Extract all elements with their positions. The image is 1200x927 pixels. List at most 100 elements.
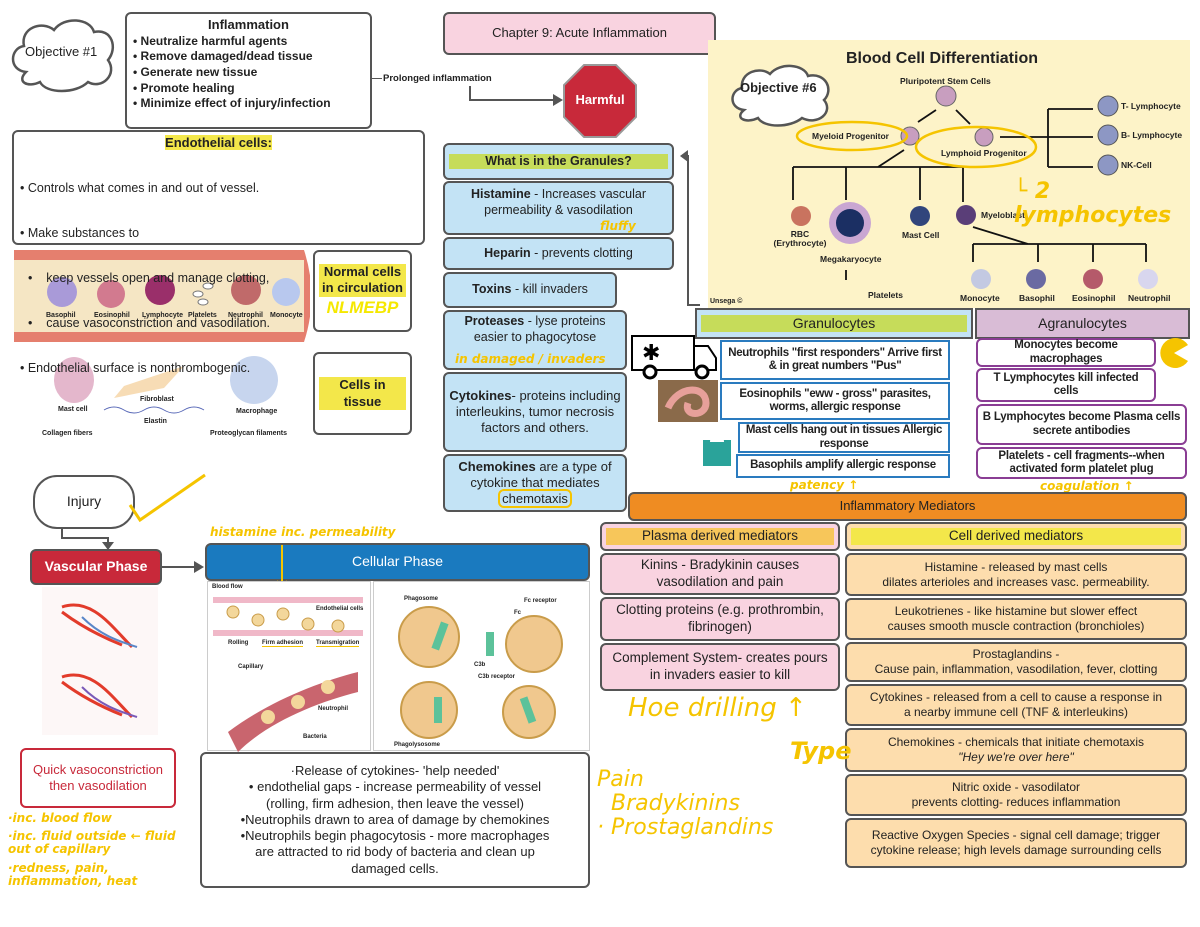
tissue-label: Collagen fibers: [42, 430, 93, 437]
phago-label: Fc: [514, 610, 522, 616]
type-note: Type: [790, 737, 852, 765]
vessel-label: Lymphocyte: [142, 312, 183, 319]
arrow-to-harmful: [469, 86, 563, 106]
blood-cell-chart: Objective #6 Blood Cell Differentiation …: [708, 40, 1190, 308]
granule-proteases: Proteases - lyse proteins easier to phag…: [443, 310, 627, 370]
term: Heparin: [484, 245, 531, 260]
stem-label: Pluripotent Stem Cells: [900, 76, 991, 86]
lymphoid-label: Lymphoid Progenitor: [941, 148, 1027, 158]
tissue-label: Fibroblast: [140, 396, 174, 403]
capillary-bed-illustration: [42, 587, 158, 735]
normal-cells-note: NLMEBP: [326, 297, 399, 317]
granulocyte-row: Basophils amplify allergic response: [736, 454, 950, 478]
agranulocytes-header: Agranulocytes: [975, 308, 1190, 339]
normal-cells-box: Normal cells in circulation NLMEBP: [313, 250, 412, 332]
cellular-phase-details: ·Release of cytokines- 'help needed' • e…: [200, 752, 590, 888]
tissue-label: Proteoglycan filaments: [210, 430, 288, 437]
injury-node: Injury: [33, 475, 135, 529]
desc: - prevents clotting: [530, 245, 633, 260]
eosinophil-label: Eosinophil: [1072, 293, 1116, 303]
pain-notes: Pain Bradykinins · Prostaglandins: [597, 767, 774, 841]
phagocytosis-illustration: Phagosome Fc receptor Fc C3b C3b recepto…: [373, 581, 590, 751]
endothelial-item: • cause vasoconstriction and vasodilatio…: [28, 315, 271, 330]
monocyte-label: Monocyte: [960, 293, 1000, 303]
line: cytokine release; high levels damage sur…: [870, 843, 1162, 857]
vessel-label: Monocyte: [270, 312, 303, 319]
quick-notes: ·inc. blood flow ·inc. fluid outside ← f…: [8, 811, 196, 888]
agranulocyte-row: T Lymphocytes kill infected cells: [976, 368, 1156, 402]
objective-6-cloud: [731, 64, 830, 127]
myeloblast-label: Myeloblast: [981, 210, 1025, 220]
vessel-label: Neutrophil: [228, 312, 263, 319]
term: Histamine: [470, 187, 531, 201]
migration-label: Endothelial cells: [316, 606, 364, 612]
plasma-row: Complement System- creates pours in inva…: [600, 643, 840, 691]
mediators-header: Inflammatory Mediators: [628, 492, 1187, 521]
detail-line: are attracted to rid body of bacteria an…: [255, 844, 535, 860]
desc: - proteins including interleukins, tumor…: [455, 387, 621, 436]
detail-line: damaged cells.: [351, 860, 439, 876]
phago-label: C3b receptor: [478, 674, 516, 680]
desc: are a type of cytokine that mediates: [470, 458, 612, 490]
desc: - kill invaders: [511, 282, 588, 297]
hand-note: · Prostaglandins: [597, 815, 774, 841]
normal-cells-label: Normal cells in circulation: [319, 264, 406, 297]
endothelial-box: Endothelial cells: • Controls what comes…: [12, 130, 425, 375]
mega-label: Megakaryocyte: [820, 254, 882, 264]
phago-label: Phagosome: [404, 596, 439, 602]
line: causes smooth muscle contraction (bronch…: [887, 619, 1145, 633]
migration-label: Firm adhesion: [262, 640, 304, 647]
tissue-cells-illustration: Mast cell Fibroblast Elastin Macrophage …: [14, 352, 310, 440]
detail-line: ·Release of cytokines- 'help needed': [290, 763, 500, 779]
tissue-box-icon: [703, 433, 731, 466]
connector-arrow: [680, 150, 700, 306]
leukocyte-migration-illustration: Blood flow Endothelial cells Rolling Fir…: [207, 581, 371, 752]
svg-text:✱: ✱: [642, 341, 660, 366]
cells-tissue-box: Cells in tissue: [313, 352, 412, 435]
granulocyte-row: Mast cells hang out in tissues Allergic …: [738, 422, 950, 453]
cell-title: Cell derived mediators: [851, 528, 1181, 545]
lymphocytes-note: └ 2 lymphocytes: [1014, 179, 1172, 229]
granulocytes-header: Granulocytes: [695, 308, 973, 339]
cell-row: Reactive Oxygen Species - signal cell da…: [845, 818, 1187, 868]
granulocytes-title: Granulocytes: [701, 314, 967, 333]
vessel-label: Platelets: [188, 312, 217, 319]
tissue-label: Mast cell: [58, 406, 88, 413]
chapter-title: Chapter 9: Acute Inflammation: [443, 12, 716, 55]
cellular-note: histamine inc. permeability: [210, 525, 396, 539]
migration-label: Transmigration: [316, 640, 360, 647]
myeloid-label: Myeloid Progenitor: [812, 131, 889, 141]
endothelial-item: • Controls what comes in and out of vess…: [20, 180, 260, 195]
migration-label: Bacteria: [303, 734, 327, 740]
line: Cause pain, inflammation, vasodilation, …: [874, 662, 1158, 676]
phago-label: Phagolysosome: [394, 742, 441, 748]
line: Leukotrienes - like histamine but slower…: [894, 604, 1138, 618]
nk-label: NK-Cell: [1121, 160, 1152, 170]
t-lymph-label: T- Lymphocyte: [1121, 101, 1181, 111]
granulocyte-row: Neutrophils "first responders" Arrive fi…: [720, 340, 950, 380]
checkmark-icon: [128, 473, 206, 523]
objective-cloud: [11, 19, 114, 93]
term: Chemokines: [458, 458, 536, 474]
phago-label: Fc receptor: [524, 598, 557, 604]
endothelial-title: Endothelial cells:: [165, 135, 272, 150]
line: prevents clotting- reduces inflammation: [911, 795, 1121, 809]
line: Reactive Oxygen Species - signal cell da…: [871, 828, 1161, 842]
detail-line: •Neutrophils drawn to area of damage by …: [240, 811, 550, 827]
inflammation-item: • Minimize effect of injury/infection: [133, 96, 331, 111]
plasma-row: Clotting proteins (e.g. prothrombin, fib…: [600, 597, 840, 641]
plasma-header: Plasma derived mediators: [600, 522, 840, 551]
endothelial-item: • keep vessels open and manage clotting,: [28, 270, 270, 285]
stop-sign-icon: [563, 64, 637, 138]
granule-toxins: Toxins - kill invaders: [443, 272, 617, 308]
term: Proteases: [464, 314, 525, 328]
connector-line: [372, 78, 382, 79]
line: "Hey we're over here": [958, 750, 1074, 764]
desc: - lyse proteins easier to phagocytose: [473, 314, 606, 344]
migration-label: Neutrophil: [318, 706, 348, 712]
platelets-label: Platelets: [868, 290, 903, 300]
cell-row: Prostaglandins -Cause pain, inflammation…: [845, 642, 1187, 682]
chemotaxis-circled: chemotaxis: [498, 489, 572, 509]
term: Toxins: [472, 282, 512, 297]
